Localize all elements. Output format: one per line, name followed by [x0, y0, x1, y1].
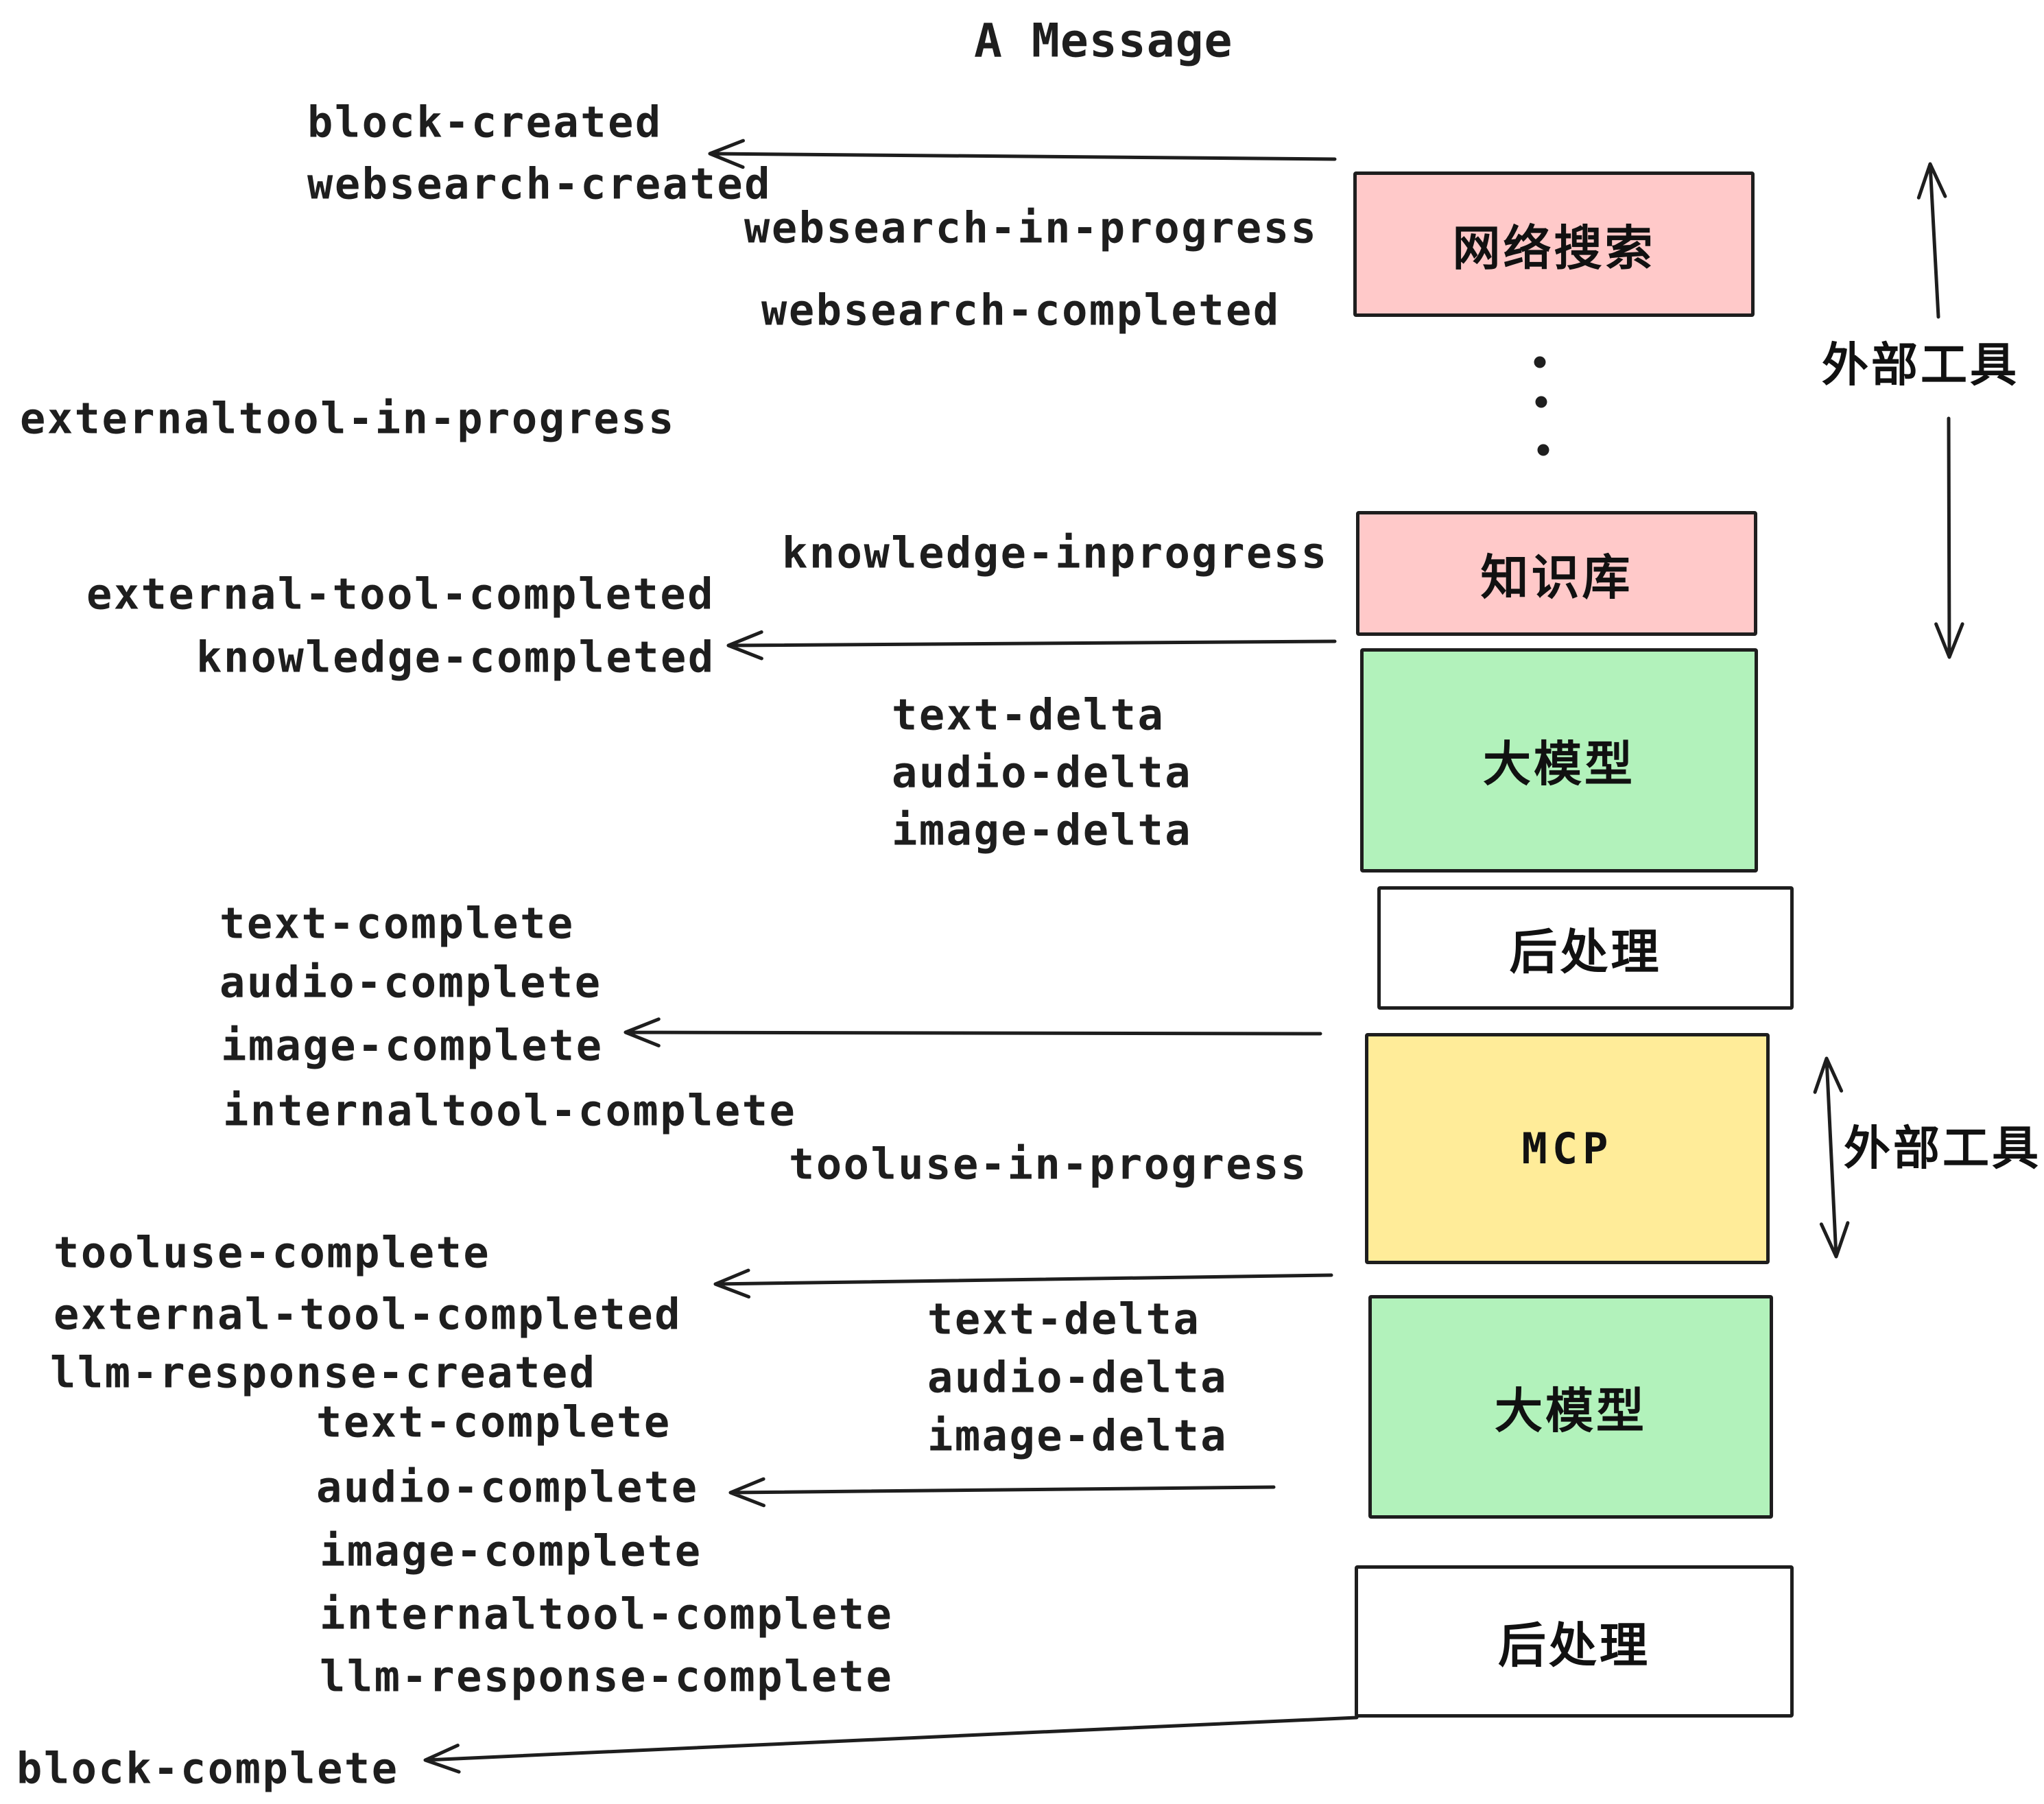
- event-label: websearch-in-progress: [744, 202, 1318, 253]
- page-title: A Message: [974, 14, 1233, 69]
- event-label: text-complete: [316, 1397, 672, 1447]
- event-label: internaltool-complete: [223, 1085, 797, 1136]
- flow-box-knowledge: 知识库: [1356, 511, 1757, 636]
- external-tools-mcp-arrow: [1813, 1056, 1850, 1259]
- event-label: knowledge-inprogress: [782, 527, 1329, 578]
- arrow-to-audio-complete: [728, 1477, 1276, 1508]
- event-label: block-created: [307, 97, 663, 147]
- flow-box-llm-1: 大模型: [1360, 648, 1758, 873]
- event-label: audio-complete: [219, 957, 602, 1008]
- event-label: audio-delta: [927, 1352, 1228, 1403]
- arrow-to-knowledge-completed: [726, 630, 1337, 661]
- event-label: internaltool-complete: [320, 1589, 894, 1639]
- flow-box-websearch: 网络搜索: [1353, 171, 1755, 317]
- flow-box-mcp: MCP: [1365, 1033, 1770, 1264]
- event-label: block-complete: [16, 1743, 399, 1794]
- external-tools-up-arrow: [1916, 162, 1947, 319]
- event-label: websearch-created: [307, 158, 772, 209]
- event-label: knowledge-completed: [196, 632, 715, 683]
- arrow-to-block-complete: [423, 1716, 1359, 1774]
- ellipsis-dot: [1537, 444, 1549, 456]
- event-label: image-complete: [320, 1526, 702, 1576]
- event-label: text-delta: [927, 1294, 1201, 1344]
- arrow-to-block-created: [708, 139, 1337, 169]
- event-label: external-tool-completed: [54, 1289, 682, 1340]
- side-annotation-external-tools-2: 外部工具: [1843, 1122, 2042, 1175]
- event-label: audio-complete: [316, 1462, 699, 1512]
- side-annotation-external-tools-1: 外部工具: [1821, 339, 2020, 392]
- event-label: llm-response-created: [50, 1347, 597, 1398]
- event-label: externaltool-in-progress: [20, 393, 676, 444]
- flow-box-label: MCP: [1521, 1124, 1613, 1174]
- event-label: tooluse-complete: [54, 1227, 491, 1278]
- flow-box-label: 大模型: [1495, 1384, 1647, 1438]
- ellipsis-dot: [1535, 396, 1547, 408]
- flow-box-label: 后处理: [1509, 925, 1662, 979]
- event-label: tooluse-in-progress: [789, 1139, 1308, 1189]
- event-label: audio-delta: [892, 747, 1193, 798]
- event-label: image-delta: [927, 1410, 1228, 1461]
- arrow-to-image-complete: [623, 1017, 1322, 1047]
- event-label: external-tool-completed: [86, 569, 715, 619]
- event-label: llm-response-complete: [320, 1651, 894, 1702]
- external-tools-down-arrow: [1934, 416, 1964, 659]
- ellipsis-dot: [1534, 356, 1546, 368]
- event-label: text-complete: [219, 898, 575, 949]
- flow-box-label: 大模型: [1483, 737, 1635, 791]
- flow-box-label: 后处理: [1498, 1618, 1650, 1672]
- flow-box-postprocess-2: 后处理: [1355, 1565, 1794, 1718]
- arrow-to-tooluse-complete: [713, 1268, 1333, 1299]
- event-label: websearch-completed: [761, 285, 1281, 335]
- event-label: image-complete: [221, 1020, 604, 1071]
- event-label: image-delta: [892, 805, 1193, 855]
- event-label: text-delta: [892, 689, 1165, 740]
- flow-box-llm-2: 大模型: [1368, 1295, 1773, 1519]
- flow-box-label: 网络搜索: [1452, 221, 1656, 275]
- flow-box-postprocess-1: 后处理: [1377, 886, 1794, 1010]
- flow-box-label: 知识库: [1480, 550, 1633, 604]
